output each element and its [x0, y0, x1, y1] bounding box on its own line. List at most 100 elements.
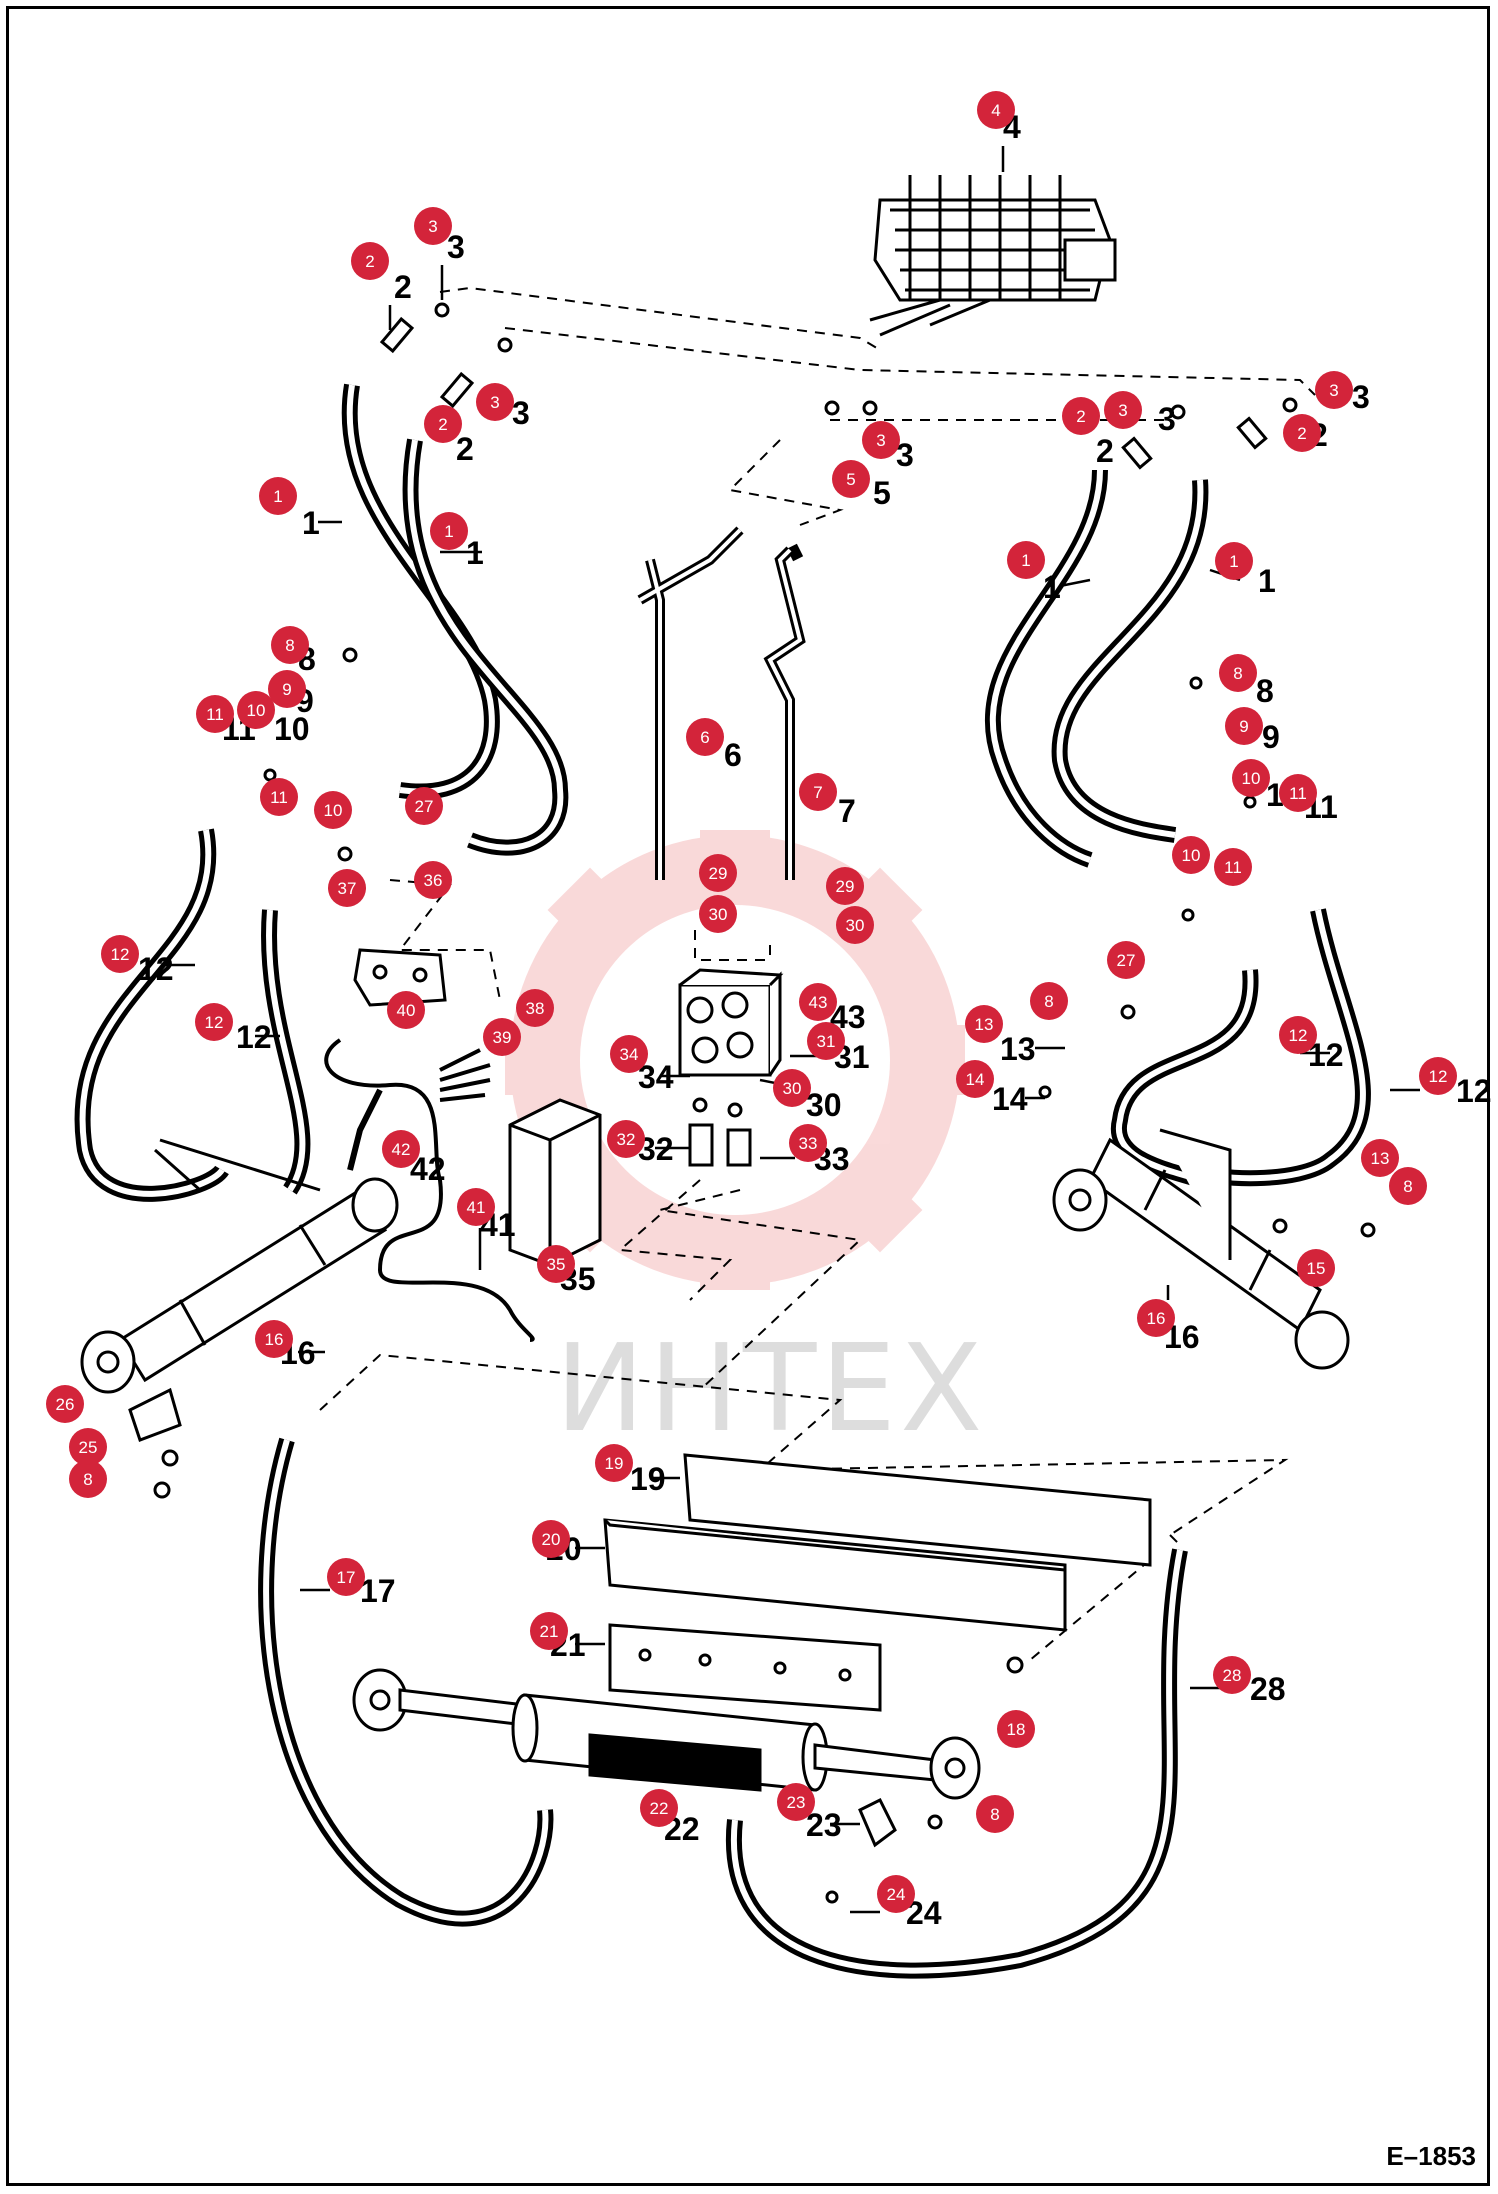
callout-number: 8 — [1044, 992, 1053, 1011]
mounting-bracket-35 — [508, 1098, 602, 1267]
callout-badge[interactable]: 18 — [997, 1710, 1035, 1748]
callout-badge[interactable]: 11 — [260, 778, 298, 816]
callout-badge[interactable]: 40 — [387, 991, 425, 1029]
callout-number: 12 — [205, 1013, 224, 1032]
callout-circle — [414, 861, 452, 899]
callout-badge[interactable]: 11 — [196, 695, 234, 733]
callout-badge[interactable]: 13 — [1361, 1139, 1399, 1177]
callout-badge[interactable]: 14 — [956, 1060, 994, 1098]
figure-code: E–1853 — [1386, 2141, 1476, 2171]
callout-circle — [260, 778, 298, 816]
callout-badge[interactable]: 15 — [1297, 1249, 1335, 1287]
callout-number: 22 — [650, 1799, 669, 1818]
callout-badge[interactable]: 3 — [1315, 371, 1353, 409]
callout-badge[interactable]: 41 — [457, 1188, 495, 1226]
callout-number: 16 — [1147, 1309, 1166, 1328]
callout-badge[interactable]: 22 — [640, 1789, 678, 1827]
callout-badge[interactable]: 43 — [799, 983, 837, 1021]
callout-badge[interactable]: 39 — [483, 1018, 521, 1056]
callout-badge[interactable]: 1 — [1215, 542, 1253, 580]
callout-badge[interactable]: 27 — [405, 787, 443, 825]
callout-badge[interactable]: 2 — [1062, 397, 1100, 435]
callout-badge[interactable]: 33 — [789, 1124, 827, 1162]
callout-badge[interactable]: 13 — [965, 1005, 1003, 1043]
callout-badge[interactable]: 30 — [699, 895, 737, 933]
tilt-cylinder-right — [1052, 1128, 1350, 1370]
callout-badge[interactable]: 8 — [1389, 1167, 1427, 1205]
callout-badge[interactable]: 1 — [1007, 541, 1045, 579]
callout-badge[interactable]: 3 — [476, 383, 514, 421]
callout-badge[interactable]: 12 — [101, 935, 139, 973]
callout-badge[interactable]: 10 — [1172, 836, 1210, 874]
callout-badge[interactable]: 16 — [1137, 1299, 1175, 1337]
callout-circle — [1279, 774, 1317, 812]
callout-badge[interactable]: 27 — [1107, 941, 1145, 979]
callout-number: 31 — [817, 1032, 836, 1051]
callout-number: 7 — [813, 783, 822, 802]
callout-badge[interactable]: 2 — [351, 242, 389, 280]
callout-badge[interactable]: 10 — [1232, 759, 1270, 797]
callout-badge[interactable]: 1 — [259, 477, 297, 515]
callout-badge[interactable]: 7 — [799, 773, 837, 811]
callout-badge[interactable]: 8 — [69, 1460, 107, 1498]
callout-circle — [965, 1005, 1003, 1043]
callout-badge[interactable]: 11 — [1279, 774, 1317, 812]
callout-circle — [237, 691, 275, 729]
callout-badge[interactable]: 26 — [46, 1385, 84, 1423]
callout-badge[interactable]: 9 — [268, 670, 306, 708]
callout-badge[interactable]: 3 — [1104, 391, 1142, 429]
callout-number: 3 — [490, 393, 499, 412]
callout-badge[interactable]: 12 — [195, 1003, 233, 1041]
callout-circle — [1419, 1057, 1457, 1095]
callout-badge[interactable]: 6 — [686, 718, 724, 756]
callout-badge[interactable]: 10 — [237, 691, 275, 729]
callout-circle — [807, 1022, 845, 1060]
callout-badge[interactable]: 23 — [777, 1783, 815, 1821]
callout-badge[interactable]: 24 — [877, 1875, 915, 1913]
callout-badge[interactable]: 16 — [255, 1320, 293, 1358]
callout-badge[interactable]: 30 — [773, 1069, 811, 1107]
callout-badge[interactable]: 20 — [532, 1520, 570, 1558]
callout-badge[interactable]: 8 — [1219, 654, 1257, 692]
callout-badge[interactable]: 21 — [530, 1612, 568, 1650]
callout-number: 28 — [1223, 1666, 1242, 1685]
callout-badge[interactable]: 28 — [1213, 1656, 1251, 1694]
callout-number: 40 — [397, 1001, 416, 1020]
callout-badge[interactable]: 8 — [976, 1795, 1014, 1833]
hoses — [74, 383, 1371, 1979]
callout-badge[interactable]: 8 — [271, 626, 309, 664]
callout-badge[interactable]: 17 — [327, 1558, 365, 1596]
callout-badge[interactable]: 32 — [607, 1120, 645, 1158]
callout-badge[interactable]: 25 — [69, 1428, 107, 1466]
callout-badge[interactable]: 8 — [1030, 982, 1068, 1020]
callout-badge[interactable]: 34 — [610, 1035, 648, 1073]
callout-badge[interactable]: 10 — [314, 791, 352, 829]
callout-badge[interactable]: 38 — [516, 989, 554, 1027]
callout-number: 30 — [846, 916, 865, 935]
callout-badge[interactable]: 1 — [430, 512, 468, 550]
small-fittings — [153, 302, 1376, 1904]
callout-badge[interactable]: 29 — [699, 854, 737, 892]
callout-badge[interactable]: 35 — [537, 1245, 575, 1283]
callout-circle — [195, 1003, 233, 1041]
callout-badge[interactable]: 3 — [862, 421, 900, 459]
callout-number: 9 — [282, 680, 291, 699]
callout-badge[interactable]: 42 — [382, 1130, 420, 1168]
callout-badge[interactable]: 29 — [826, 867, 864, 905]
callout-circle — [457, 1188, 495, 1226]
callout-badge[interactable]: 2 — [1283, 414, 1321, 452]
callout-badge[interactable]: 12 — [1419, 1057, 1457, 1095]
callout-badge[interactable]: 4 — [977, 91, 1015, 129]
callout-badge[interactable]: 2 — [424, 405, 462, 443]
callout-badge[interactable]: 5 — [832, 460, 870, 498]
callout-badge[interactable]: 11 — [1214, 848, 1252, 886]
callout-number: 15 — [1307, 1259, 1326, 1278]
callout-badge[interactable]: 30 — [836, 906, 874, 944]
callout-badge[interactable]: 36 — [414, 861, 452, 899]
callout-badge[interactable]: 3 — [414, 207, 452, 245]
callout-badge[interactable]: 19 — [595, 1444, 633, 1482]
callout-badge[interactable]: 9 — [1225, 707, 1263, 745]
callout-badge[interactable]: 37 — [328, 869, 366, 907]
callout-badge[interactable]: 31 — [807, 1022, 845, 1060]
callout-badge[interactable]: 12 — [1279, 1016, 1317, 1054]
